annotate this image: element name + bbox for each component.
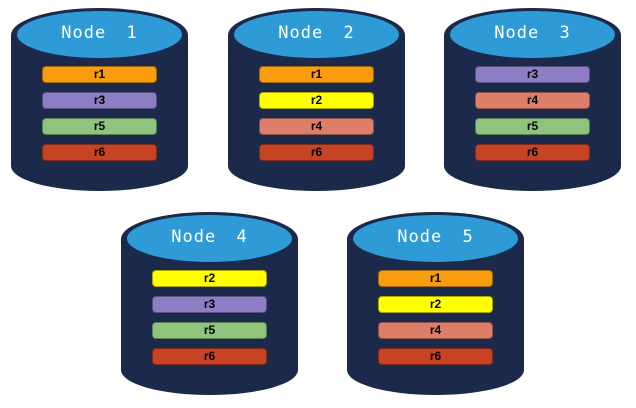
- replica-bar-r2: r2: [152, 270, 267, 287]
- cylinder-top-icon: [353, 215, 518, 262]
- cylinder-top-icon: [17, 11, 182, 58]
- replica-bar-r3: r3: [475, 66, 590, 83]
- cylinder-top-icon: [450, 11, 615, 58]
- node-label: Node 3: [494, 23, 571, 43]
- database-node-2: Node 2 r1 r2 r4 r6: [228, 8, 405, 191]
- cylinder-body: [347, 239, 524, 395]
- cylinder-body: [121, 239, 298, 395]
- node-label: Node 2: [278, 23, 355, 43]
- replica-bar-r4: r4: [475, 92, 590, 109]
- replica-bar-r6: r6: [152, 348, 267, 365]
- database-node-3: Node 3 r3 r4 r5 r6: [444, 8, 621, 191]
- replica-bar-r5: r5: [42, 118, 157, 135]
- replica-bar-r5: r5: [475, 118, 590, 135]
- database-node-5: Node 5 r1 r2 r4 r6: [347, 212, 524, 395]
- replica-bar-r5: r5: [152, 322, 267, 339]
- replica-bar-r1: r1: [259, 66, 374, 83]
- replica-bar-r3: r3: [152, 296, 267, 313]
- cylinder-body: [444, 35, 621, 191]
- cylinder-top-icon: [127, 215, 292, 262]
- replica-list: r3 r4 r5 r6: [475, 66, 590, 170]
- replica-bar-r1: r1: [42, 66, 157, 83]
- replica-list: r1 r2 r4 r6: [378, 270, 493, 374]
- cylinder-body: [11, 35, 188, 191]
- replica-bar-r6: r6: [378, 348, 493, 365]
- replica-bar-r4: r4: [259, 118, 374, 135]
- replica-bar-r6: r6: [259, 144, 374, 161]
- replica-bar-r2: r2: [378, 296, 493, 313]
- node-label: Node 1: [61, 23, 138, 43]
- database-node-1: Node 1 r1 r3 r5 r6: [11, 8, 188, 191]
- replica-bar-r6: r6: [475, 144, 590, 161]
- cylinder-body: [228, 35, 405, 191]
- replica-list: r1 r3 r5 r6: [42, 66, 157, 170]
- replica-bar-r1: r1: [378, 270, 493, 287]
- replica-list: r2 r3 r5 r6: [152, 270, 267, 374]
- replica-bar-r3: r3: [42, 92, 157, 109]
- replica-bar-r4: r4: [378, 322, 493, 339]
- cylinder-top-icon: [234, 11, 399, 58]
- node-label: Node 5: [397, 227, 474, 247]
- node-label: Node 4: [171, 227, 248, 247]
- replica-list: r1 r2 r4 r6: [259, 66, 374, 170]
- replica-bar-r6: r6: [42, 144, 157, 161]
- database-node-4: Node 4 r2 r3 r5 r6: [121, 212, 298, 395]
- replica-bar-r2: r2: [259, 92, 374, 109]
